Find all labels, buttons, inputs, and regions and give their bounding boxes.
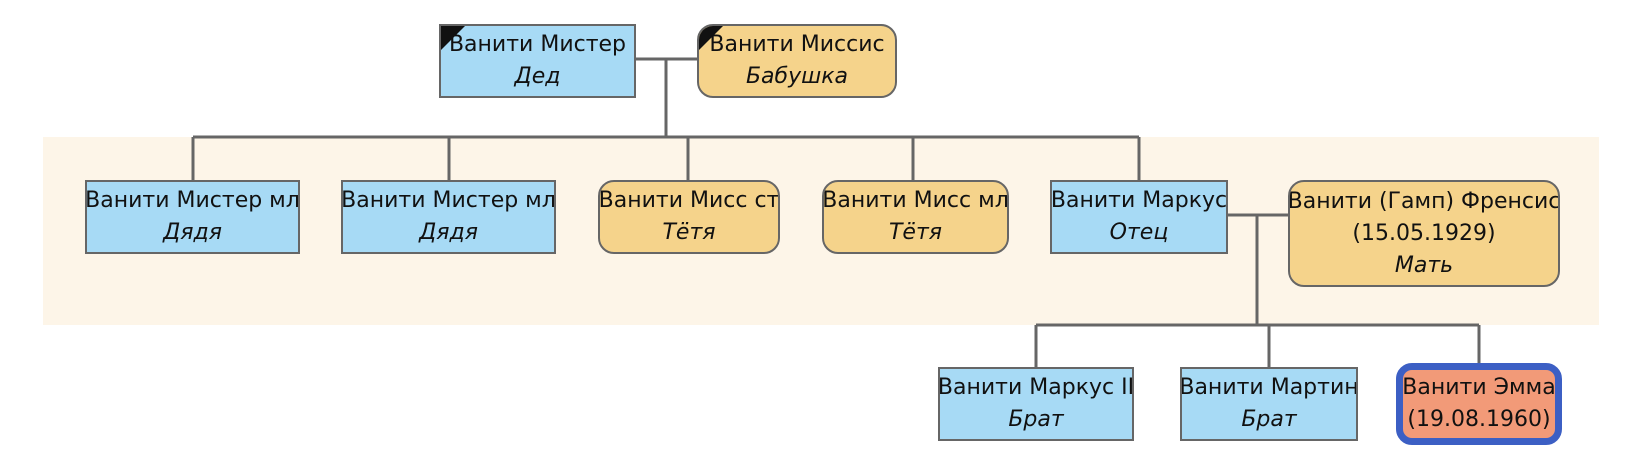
person-name: Ванити Мисс мл xyxy=(822,188,1009,213)
person-role: Брат xyxy=(1008,407,1064,432)
person-brother-1[interactable]: Ванити Маркус II Брат xyxy=(938,367,1134,441)
person-uncle-1[interactable]: Ванити Мистер мл Дядя xyxy=(85,180,300,254)
person-uncle-2[interactable]: Ванити Мистер мл Дядя xyxy=(341,180,556,254)
person-role: Отец xyxy=(1109,220,1169,245)
person-name: Ванити Мартин xyxy=(1180,375,1358,400)
person-role: Тётя xyxy=(888,220,943,245)
person-name: Ванити Мистер мл xyxy=(85,188,300,213)
person-name: Ванити (Гамп) Френсис xyxy=(1288,188,1560,214)
person-brother-2[interactable]: Ванити Мартин Брат xyxy=(1180,367,1358,441)
mourning-ribbon-icon xyxy=(441,26,465,50)
person-role: Тётя xyxy=(662,220,716,245)
person-self[interactable]: Ванити Эмма (19.08.1960) xyxy=(1396,363,1562,445)
person-name: Ванити Эмма xyxy=(1402,375,1556,400)
person-father[interactable]: Ванити Маркус Отец xyxy=(1050,180,1228,254)
person-grandmother[interactable]: Ванити Миссис Бабушка xyxy=(697,24,897,98)
person-role: Мать xyxy=(1394,252,1454,278)
person-name: Ванити Мистер xyxy=(448,32,627,57)
person-name: Ванити Мисс ст xyxy=(598,188,780,213)
person-date: (15.05.1929) xyxy=(1352,220,1496,246)
person-name: Ванити Маркус xyxy=(1050,188,1228,213)
person-name: Ванити Маркус II xyxy=(938,375,1134,400)
person-role: Бабушка xyxy=(745,64,849,89)
person-aunt-2[interactable]: Ванити Мисс мл Тётя xyxy=(822,180,1009,254)
person-role: Дядя xyxy=(163,220,222,245)
person-name: Ванити Мистер мл xyxy=(341,188,556,213)
person-name: Ванити Миссис xyxy=(709,32,885,57)
mourning-ribbon-icon xyxy=(699,26,723,50)
person-mother[interactable]: Ванити (Гамп) Френсис (15.05.1929) Мать xyxy=(1288,180,1560,287)
person-date: (19.08.1960) xyxy=(1407,407,1551,432)
person-role: Брат xyxy=(1241,407,1297,432)
person-grandfather[interactable]: Ванити Мистер Дед xyxy=(439,24,636,98)
person-aunt-1[interactable]: Ванити Мисс ст Тётя xyxy=(598,180,780,254)
person-role: Дед xyxy=(514,64,561,89)
person-role: Дядя xyxy=(419,220,478,245)
